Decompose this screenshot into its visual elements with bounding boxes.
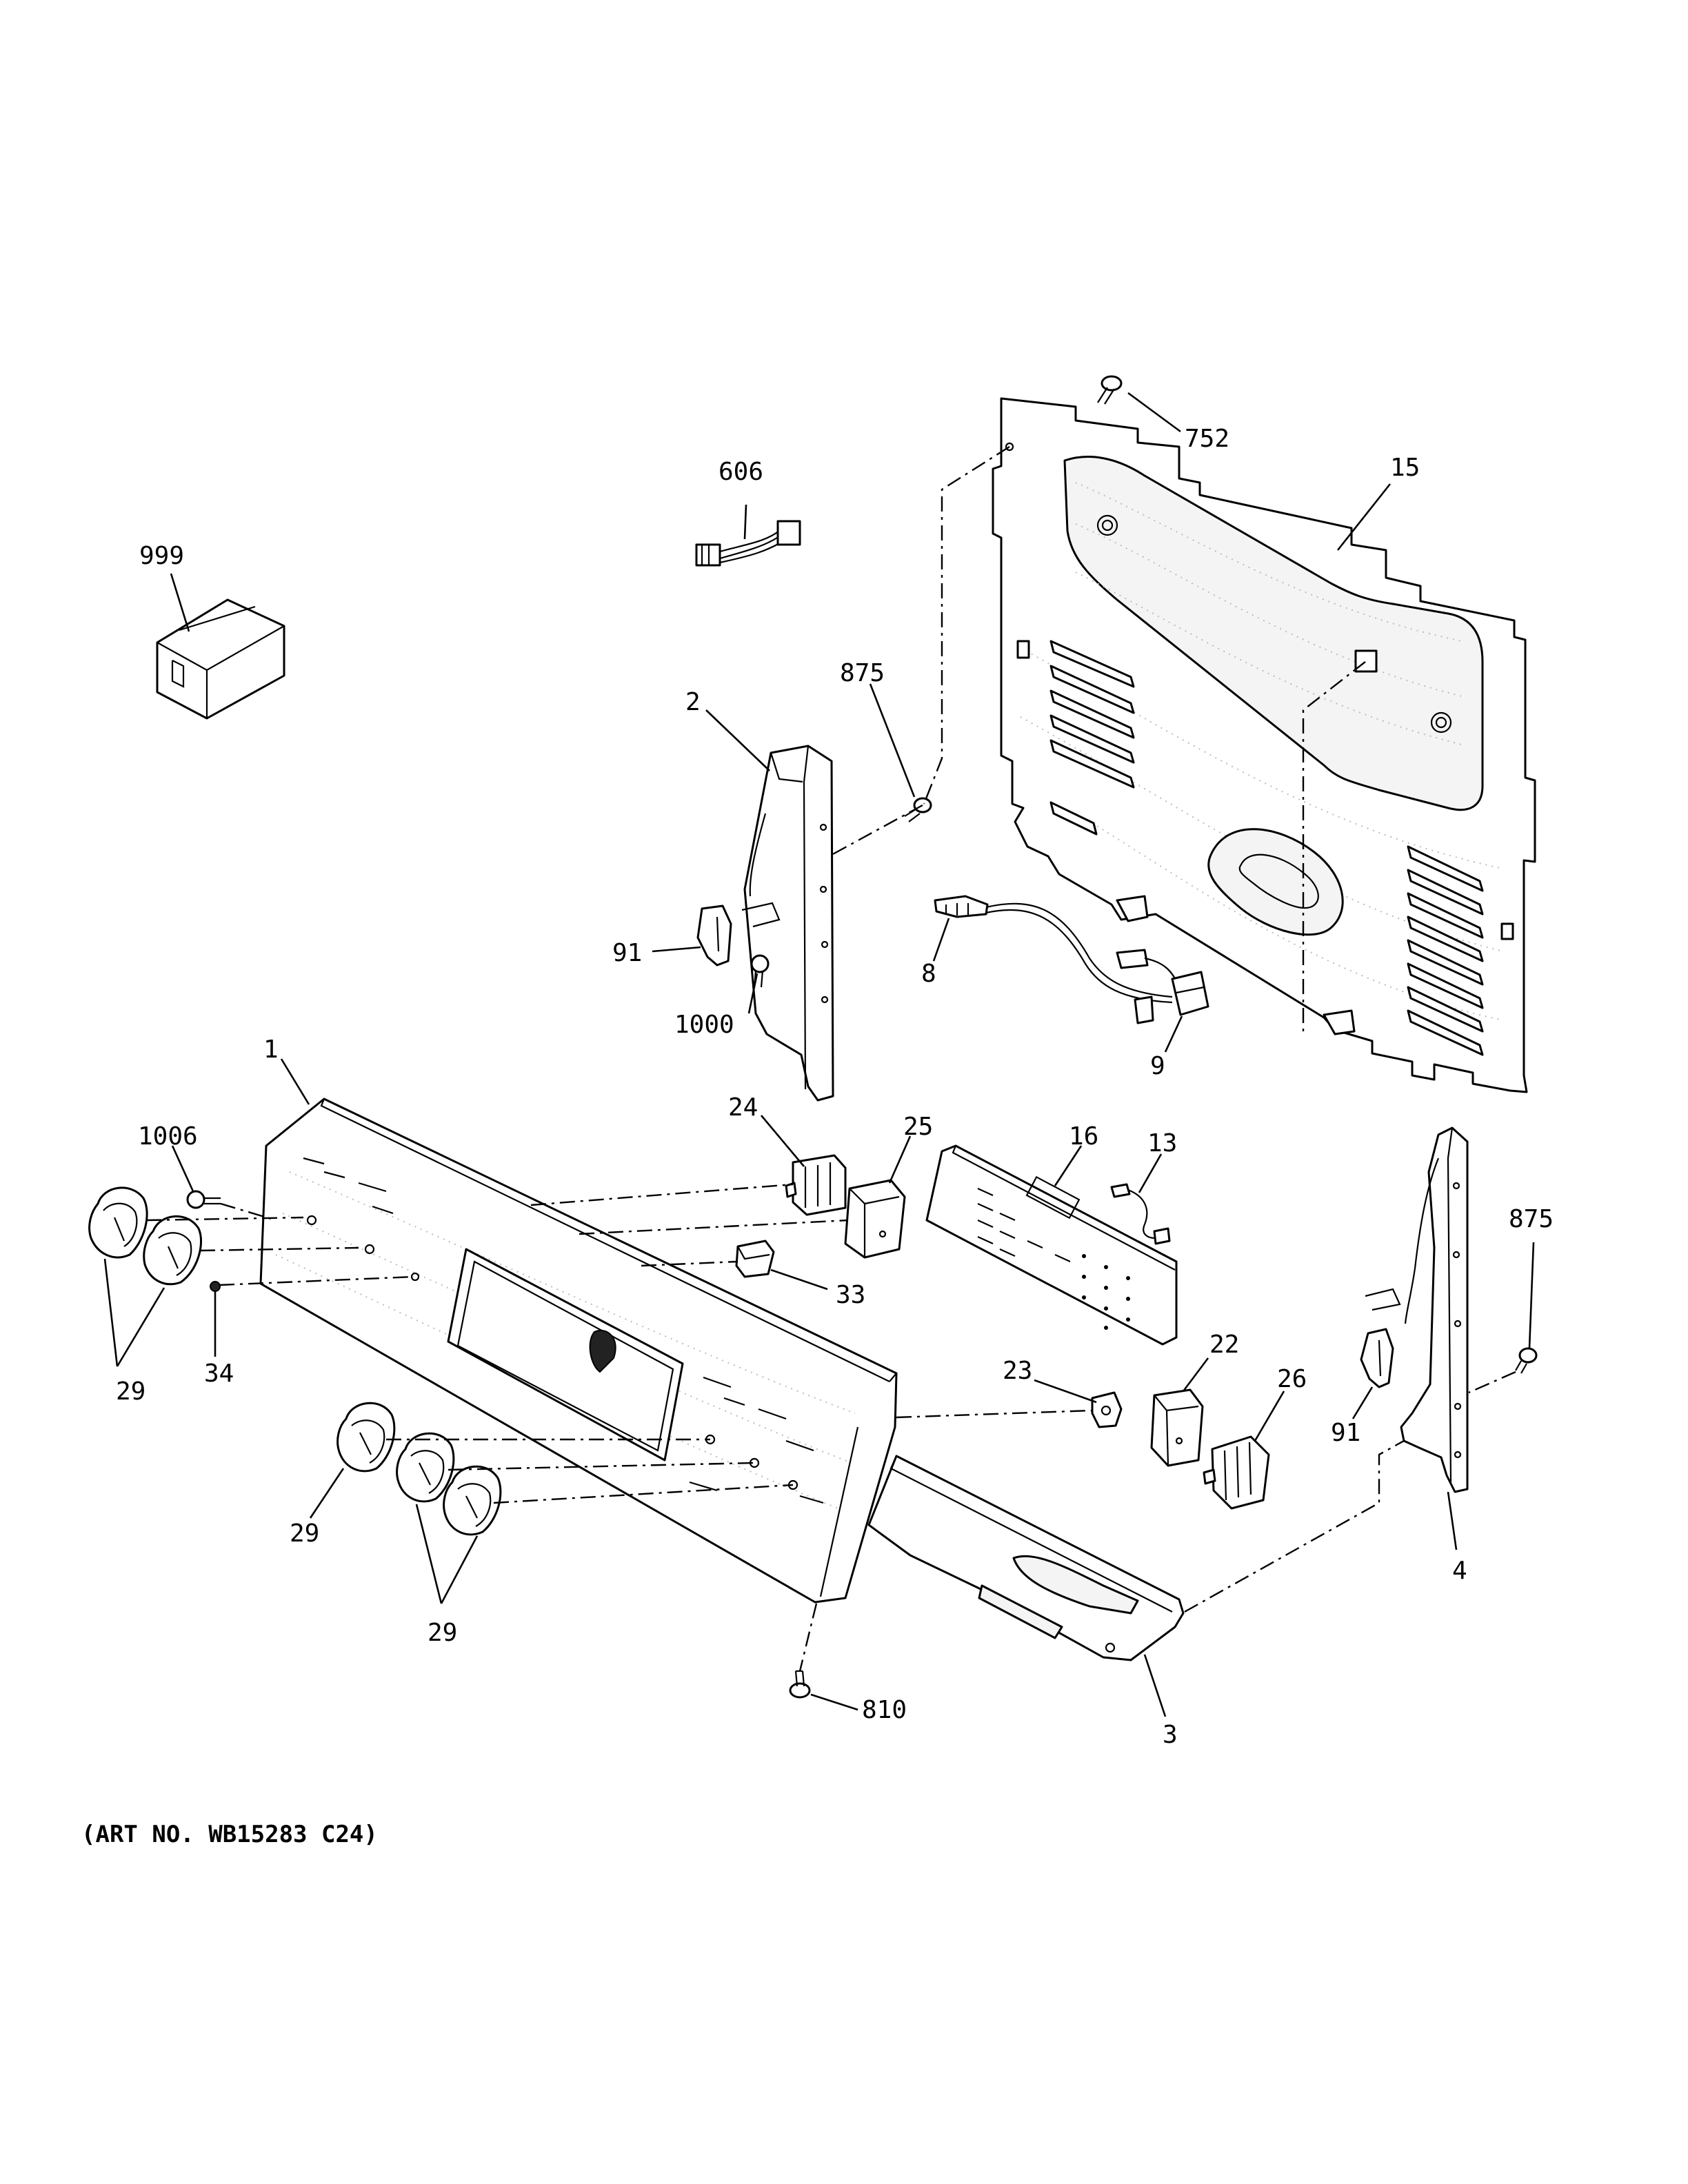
- part-29-knob-5: [443, 1465, 502, 1536]
- callout-34: 34: [204, 1359, 234, 1388]
- part-29-knob-4: [396, 1432, 455, 1503]
- part-8-wire-harness: [934, 895, 1173, 1004]
- part-875-screw-upper: [904, 797, 932, 822]
- callout-1: 1: [263, 1035, 279, 1064]
- part-91-clip-upper: [696, 904, 732, 967]
- part-752-screw: [1097, 375, 1123, 405]
- callout-33: 33: [836, 1281, 865, 1309]
- callout-26: 26: [1277, 1365, 1307, 1393]
- callout-labels: 999 606 752 15 875 2 91 1000 8 9 1 1006 …: [116, 425, 1554, 1749]
- callout-2: 2: [685, 688, 701, 716]
- leader-lines: [103, 392, 1535, 1717]
- part-25-switch: [844, 1179, 906, 1259]
- callout-29-mid: 29: [290, 1519, 319, 1548]
- part-91-clip-lower: [1360, 1328, 1394, 1388]
- callout-29-bottom: 29: [428, 1619, 457, 1647]
- callout-23: 23: [1003, 1357, 1032, 1385]
- part-1-control-panel: [259, 1098, 898, 1604]
- callout-22: 22: [1209, 1331, 1239, 1359]
- part-810-screw: [789, 1670, 811, 1699]
- part-23-switch: [1091, 1391, 1123, 1428]
- callout-875-lower: 875: [1509, 1205, 1554, 1233]
- callout-810: 810: [862, 1696, 907, 1724]
- part-999-carton: [156, 598, 285, 720]
- part-29-knob-3: [336, 1402, 396, 1473]
- callout-24: 24: [728, 1093, 758, 1122]
- callout-15: 15: [1390, 454, 1420, 482]
- art-number-caption: (ART NO. WB15283 C24): [81, 1821, 378, 1848]
- callout-91-lower: 91: [1331, 1419, 1360, 1447]
- callout-1000: 1000: [674, 1011, 734, 1039]
- part-13-harness: [1110, 1183, 1171, 1245]
- callout-3: 3: [1163, 1721, 1178, 1749]
- part-29-knob-2: [143, 1215, 202, 1286]
- assembly-lines: [145, 445, 1516, 1672]
- part-9-connector: [1116, 949, 1209, 1024]
- callout-999: 999: [139, 542, 184, 570]
- part-15-rear-panel: [992, 397, 1536, 1093]
- callout-9: 9: [1150, 1052, 1165, 1080]
- callout-13: 13: [1147, 1129, 1177, 1157]
- callout-4: 4: [1452, 1557, 1467, 1585]
- callout-25: 25: [903, 1113, 933, 1141]
- part-33-switch: [735, 1240, 775, 1278]
- part-22-switch: [1150, 1388, 1204, 1467]
- callout-1006: 1006: [138, 1122, 198, 1151]
- callout-16: 16: [1069, 1122, 1098, 1151]
- callout-752: 752: [1185, 425, 1229, 453]
- part-2-left-bracket: [741, 745, 834, 1102]
- part-4-right-bracket: [1365, 1126, 1469, 1493]
- part-29-knob-1: [88, 1186, 148, 1259]
- part-606-wire-harness: [695, 520, 801, 567]
- callout-91-upper: 91: [612, 939, 642, 967]
- callout-29-left: 29: [116, 1377, 145, 1406]
- part-1006-screw: [186, 1190, 221, 1209]
- part-24-switch: [785, 1154, 847, 1216]
- callout-875-upper: 875: [840, 659, 885, 687]
- part-875-screw-lower: [1515, 1347, 1538, 1374]
- part-16-control-board: [925, 1144, 1178, 1346]
- callout-8: 8: [921, 960, 936, 988]
- part-26-switch: [1203, 1435, 1270, 1510]
- part-3-trim: [867, 1455, 1185, 1661]
- callout-606: 606: [719, 458, 763, 486]
- part-34-bumper: [210, 1281, 221, 1292]
